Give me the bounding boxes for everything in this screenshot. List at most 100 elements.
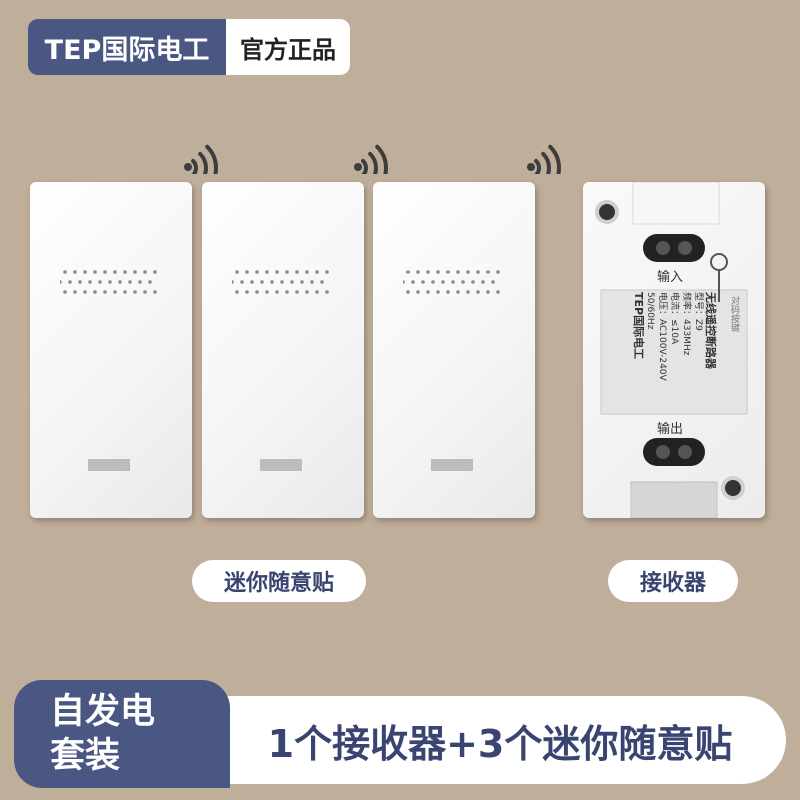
- brand-badge: TEP国际电工 官方正品: [28, 19, 350, 75]
- indicator-led: [431, 459, 473, 471]
- mini-remote-2: [202, 182, 364, 518]
- speaker-dot: [60, 280, 62, 284]
- speaker-dot: [153, 270, 157, 274]
- speaker-dot: [320, 280, 324, 284]
- spec-hz: 50/60Hz: [645, 292, 655, 330]
- footer-bar: [164, 696, 786, 784]
- speaker-dot: [93, 270, 97, 274]
- speaker-dot: [265, 270, 269, 274]
- speaker-dots: [403, 270, 500, 294]
- speaker-dot: [431, 280, 435, 284]
- speaker-dot: [250, 280, 254, 284]
- speaker-dot: [481, 280, 485, 284]
- speaker-dot: [73, 290, 77, 294]
- speaker-dot: [98, 280, 102, 284]
- speaker-dot: [471, 280, 475, 284]
- speaker-dot: [476, 270, 480, 274]
- set-tag-line1: 自发电: [50, 692, 156, 732]
- wifi-icon: [184, 144, 218, 174]
- speaker-dot: [245, 290, 249, 294]
- speaker-dot: [138, 280, 142, 284]
- speaker-dot: [491, 280, 495, 284]
- speaker-dot: [496, 270, 500, 274]
- pair-button-label: 对码按键: [729, 296, 739, 332]
- speaker-dot: [265, 290, 269, 294]
- speaker-dot: [240, 280, 244, 284]
- receiver-label: 接收器: [608, 560, 738, 602]
- speaker-dot: [143, 270, 147, 274]
- speaker-dot: [476, 290, 480, 294]
- speaker-dot: [295, 270, 299, 274]
- speaker-dot: [305, 270, 309, 274]
- set-tag: 自发电 套装: [14, 680, 230, 788]
- speaker-dot: [446, 270, 450, 274]
- speaker-dot: [441, 280, 445, 284]
- speaker-dot: [255, 270, 259, 274]
- speaker-dot: [118, 280, 122, 284]
- speaker-dot: [113, 270, 117, 274]
- speaker-dot: [235, 290, 239, 294]
- speaker-dot: [148, 280, 152, 284]
- mini-remote-label: 迷你随意贴: [192, 560, 366, 602]
- speaker-dot: [426, 270, 430, 274]
- speaker-dot: [315, 290, 319, 294]
- speaker-dot: [436, 270, 440, 274]
- speaker-dot: [426, 290, 430, 294]
- speaker-dot: [421, 280, 425, 284]
- speaker-dot: [123, 270, 127, 274]
- speaker-dot: [103, 290, 107, 294]
- speaker-dot: [496, 290, 500, 294]
- speaker-dot: [78, 280, 82, 284]
- speaker-dot: [285, 270, 289, 274]
- speaker-dot: [63, 270, 67, 274]
- speaker-dot: [456, 290, 460, 294]
- spec-model: 型号：Z9: [693, 292, 703, 331]
- speaker-dot: [128, 280, 132, 284]
- output-label: 输出: [657, 422, 684, 437]
- mini-remote-3: [373, 182, 535, 518]
- speaker-dot: [245, 270, 249, 274]
- speaker-dots: [60, 270, 157, 294]
- wifi-icon: [354, 144, 388, 174]
- speaker-dot: [416, 290, 420, 294]
- package-contents: 1个接收器+3个迷你随意贴: [267, 721, 733, 766]
- speaker-dot: [403, 280, 405, 284]
- speaker-dot: [133, 270, 137, 274]
- speaker-dot: [411, 280, 415, 284]
- mini-remote-1: [30, 182, 192, 518]
- speaker-dot: [451, 280, 455, 284]
- speaker-dot: [406, 290, 410, 294]
- speaker-dot: [456, 270, 460, 274]
- speaker-dot: [123, 290, 127, 294]
- speaker-dot: [305, 290, 309, 294]
- speaker-dot: [83, 290, 87, 294]
- speaker-dot: [290, 280, 294, 284]
- speaker-dot: [310, 280, 314, 284]
- speaker-dot: [68, 280, 72, 284]
- input-label: 输入: [657, 270, 684, 285]
- spec-voltage: 电压：AC100V-240V: [657, 292, 667, 381]
- spec-frequency: 频率：433MHz: [681, 292, 691, 356]
- speaker-dot: [108, 280, 112, 284]
- speaker-dot: [270, 280, 274, 284]
- speaker-dot: [113, 290, 117, 294]
- speaker-dot: [103, 270, 107, 274]
- set-tag-line2: 套装: [50, 736, 121, 776]
- speaker-dot: [133, 290, 137, 294]
- receiver-title: 无线遥控断路器: [704, 292, 717, 369]
- speaker-dot: [63, 290, 67, 294]
- speaker-dot: [73, 270, 77, 274]
- speaker-dot: [280, 280, 284, 284]
- speaker-dot: [436, 290, 440, 294]
- speaker-dot: [232, 280, 234, 284]
- speaker-dot: [83, 270, 87, 274]
- speaker-dot: [486, 290, 490, 294]
- speaker-dot: [255, 290, 259, 294]
- speaker-dot: [416, 270, 420, 274]
- speaker-dot: [275, 290, 279, 294]
- speaker-dot: [260, 280, 264, 284]
- speaker-dot: [300, 280, 304, 284]
- speaker-dot: [315, 270, 319, 274]
- wifi-icon: [527, 144, 561, 174]
- speaker-dot: [275, 270, 279, 274]
